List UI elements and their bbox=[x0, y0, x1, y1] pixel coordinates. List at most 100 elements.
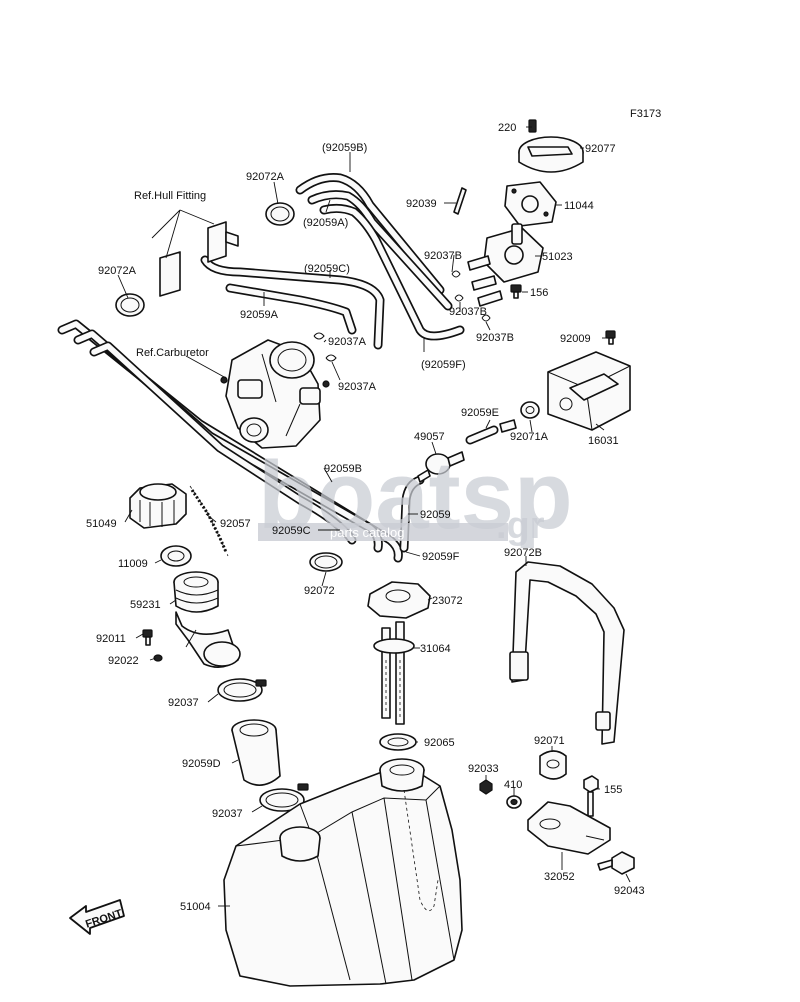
filler-cap-51049 bbox=[129, 483, 187, 529]
callout-92059F-paren: (92059F) bbox=[421, 359, 466, 371]
callout-92059B-top: (92059B) bbox=[322, 142, 367, 154]
callout-156: 156 bbox=[530, 287, 548, 299]
callout-92059A-paren: (92059A) bbox=[303, 217, 348, 229]
fuel-filter-49057 bbox=[417, 451, 465, 483]
band-92072B bbox=[509, 561, 625, 745]
callout-92059: 92059 bbox=[420, 509, 451, 521]
callout-92057: 92057 bbox=[220, 518, 251, 530]
callout-92037-1: 92037 bbox=[168, 697, 199, 709]
nut-92033 bbox=[479, 779, 493, 795]
callout-92009: 92009 bbox=[560, 333, 591, 345]
callout-59231: 59231 bbox=[130, 599, 161, 611]
callout-92072B: 92072B bbox=[504, 547, 542, 559]
callout-49057: 49057 bbox=[414, 431, 445, 443]
callout-92039: 92039 bbox=[406, 198, 437, 210]
callout-92071: 92071 bbox=[534, 735, 565, 747]
hose-92059B-upper bbox=[295, 173, 445, 295]
callout-92072A-top: 92072A bbox=[246, 171, 285, 183]
watermark-tagline: parts catalog bbox=[330, 525, 404, 540]
hose-92059E bbox=[465, 419, 517, 445]
callout-92033: 92033 bbox=[468, 763, 499, 775]
front-direction-arrow: FRONT bbox=[69, 899, 125, 935]
callout-11009: 11009 bbox=[118, 558, 148, 570]
clamp-92072A-top bbox=[265, 202, 295, 226]
callout-220: 220 bbox=[498, 122, 516, 134]
nut-92022 bbox=[153, 654, 163, 662]
bolt-92009 bbox=[605, 330, 616, 345]
block-16031 bbox=[547, 351, 631, 431]
callout-410: 410 bbox=[504, 779, 522, 791]
cap-92071A bbox=[520, 401, 540, 419]
callout-92059F: 92059F bbox=[422, 551, 460, 563]
callout-92037B-top: 92037B bbox=[424, 250, 462, 262]
callout-92037A-1: 92037A bbox=[328, 336, 367, 348]
bolt-155 bbox=[583, 775, 599, 817]
nut-23072 bbox=[367, 581, 431, 619]
clamp-92037-upper bbox=[217, 678, 267, 702]
callout-92077: 92077 bbox=[585, 143, 616, 155]
fuel-tank-51004 bbox=[223, 758, 463, 987]
callout-92043: 92043 bbox=[614, 885, 645, 897]
hose-92059C-upper bbox=[200, 255, 385, 350]
callout-11044: 11044 bbox=[564, 200, 594, 212]
callout-92022: 92022 bbox=[108, 655, 139, 667]
watermark: boatsp parts catalog .gr bbox=[258, 442, 573, 549]
bolt-92043 bbox=[597, 851, 635, 875]
ref-hull-fitting-label: Ref.Hull Fitting bbox=[134, 190, 206, 202]
callout-92071A: 92071A bbox=[510, 431, 549, 443]
hose-92059A-mid bbox=[225, 283, 357, 335]
callout-31064: 31064 bbox=[420, 643, 451, 655]
callout-51049: 51049 bbox=[86, 518, 117, 530]
callout-92072A-left: 92072A bbox=[98, 265, 137, 277]
callout-23072: 23072 bbox=[432, 595, 463, 607]
watermark-tld: .gr bbox=[496, 505, 545, 547]
callout-92059C-paren: (92059C) bbox=[304, 263, 350, 275]
pin-92039 bbox=[453, 187, 467, 215]
collar-410 bbox=[506, 795, 522, 809]
clip-92037A bbox=[313, 332, 337, 362]
callout-92037B-low: 92037B bbox=[476, 332, 514, 344]
figure-code: F3173 bbox=[630, 108, 661, 120]
gasket-92065 bbox=[379, 733, 417, 751]
hose-92059-right bbox=[399, 475, 425, 553]
callout-92072: 92072 bbox=[304, 585, 335, 597]
clamp-92037-lower bbox=[259, 783, 309, 812]
fuel-cock-knob-92077 bbox=[518, 136, 584, 173]
gasket-11009 bbox=[160, 545, 192, 567]
plate-11044 bbox=[504, 181, 557, 227]
callout-16031: 16031 bbox=[588, 435, 619, 447]
screw-220 bbox=[528, 119, 537, 133]
hull-fitting-brackets bbox=[159, 221, 239, 297]
hose-92059F-upper bbox=[319, 203, 465, 341]
callout-92059C: 92059C bbox=[272, 525, 311, 537]
callout-92059D: 92059D bbox=[182, 758, 221, 770]
callout-92065: 92065 bbox=[424, 737, 455, 749]
strap-92057 bbox=[189, 485, 229, 557]
filler-neck-59231 bbox=[173, 571, 241, 668]
callout-92037-2: 92037 bbox=[212, 808, 243, 820]
callout-92059B: 92059B bbox=[324, 463, 362, 475]
bolt-92011 bbox=[142, 629, 153, 646]
clip-92037B bbox=[451, 270, 491, 322]
hose-92059D bbox=[231, 719, 281, 786]
callout-92059E: 92059E bbox=[461, 407, 499, 419]
callout-51023: 51023 bbox=[542, 251, 573, 263]
callout-155: 155 bbox=[604, 784, 622, 796]
callout-51004: 51004 bbox=[180, 901, 211, 913]
bracket-32052 bbox=[527, 801, 611, 855]
sender-31064 bbox=[373, 621, 415, 725]
leader-lines bbox=[117, 126, 631, 907]
clamp-92072 bbox=[309, 552, 343, 572]
ref-carburetor-label: Ref.Carburetor bbox=[136, 347, 209, 359]
fuel-cock-51023 bbox=[467, 223, 544, 307]
bolt-156 bbox=[510, 284, 522, 299]
carburetor-reference bbox=[220, 339, 330, 449]
hose-92059A-upper bbox=[307, 190, 453, 311]
callout-32052: 32052 bbox=[544, 871, 575, 883]
callout-92011: 92011 bbox=[96, 633, 126, 645]
grommet-92071 bbox=[539, 750, 567, 780]
callout-labels: F3173 220 92077 11044 92039 51023 92037B… bbox=[86, 108, 661, 913]
callout-92037B-mid: 92037B bbox=[449, 306, 487, 318]
